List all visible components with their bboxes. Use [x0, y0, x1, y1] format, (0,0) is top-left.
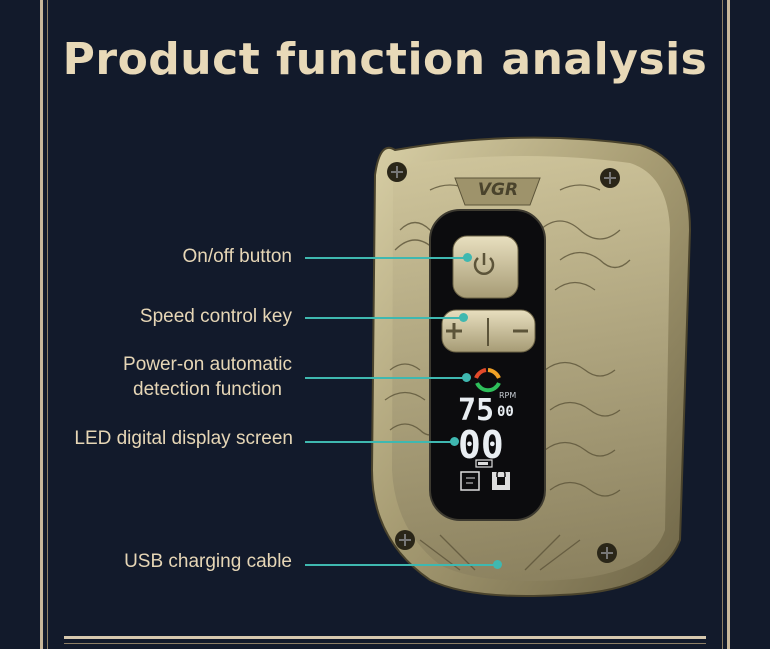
power-icon [473, 253, 495, 275]
onoff-pointer-line [305, 257, 467, 259]
label-power-detection-line1: Power-on automatic [123, 354, 292, 375]
display-digits-top-shape: 75 [458, 393, 494, 428]
led-pointer-line [305, 441, 455, 443]
detection-indicator-icon [474, 368, 501, 393]
onoff-pointer-dot [463, 253, 472, 262]
left-frame-inner-border [47, 0, 48, 649]
label-usb-cable: USB charging cable [124, 551, 292, 572]
label-power-detection-line2: detection function [133, 379, 282, 400]
plus-icon [446, 323, 462, 339]
speed-pointer-dot [459, 313, 468, 322]
bottom-divider [64, 636, 706, 639]
bottom-divider-thin [64, 643, 706, 644]
right-frame-border [727, 0, 730, 649]
svg-text:00: 00 [497, 404, 514, 420]
right-frame-inner-border [722, 0, 723, 649]
left-frame-border [40, 0, 43, 649]
screw-icon [387, 162, 620, 563]
lock-icon [492, 469, 510, 490]
battery-icon [475, 459, 493, 468]
svg-text:RPM: RPM [499, 391, 516, 400]
label-led-display: LED digital display screen [74, 428, 293, 449]
label-onoff-button: On/off button [182, 246, 292, 267]
blade-icon [460, 471, 480, 491]
usb-pointer-line [305, 564, 497, 566]
speed-pointer-line [305, 317, 463, 319]
power-button-shape [452, 235, 519, 299]
brand-logo: VGR [477, 180, 519, 200]
detection-pointer-line [305, 377, 467, 379]
label-speed-control-key: Speed control key [139, 306, 292, 327]
led-pointer-dot [450, 437, 459, 446]
usb-pointer-dot [493, 560, 502, 569]
detection-pointer-dot [462, 373, 471, 382]
page-title: Product function analysis [62, 34, 708, 85]
